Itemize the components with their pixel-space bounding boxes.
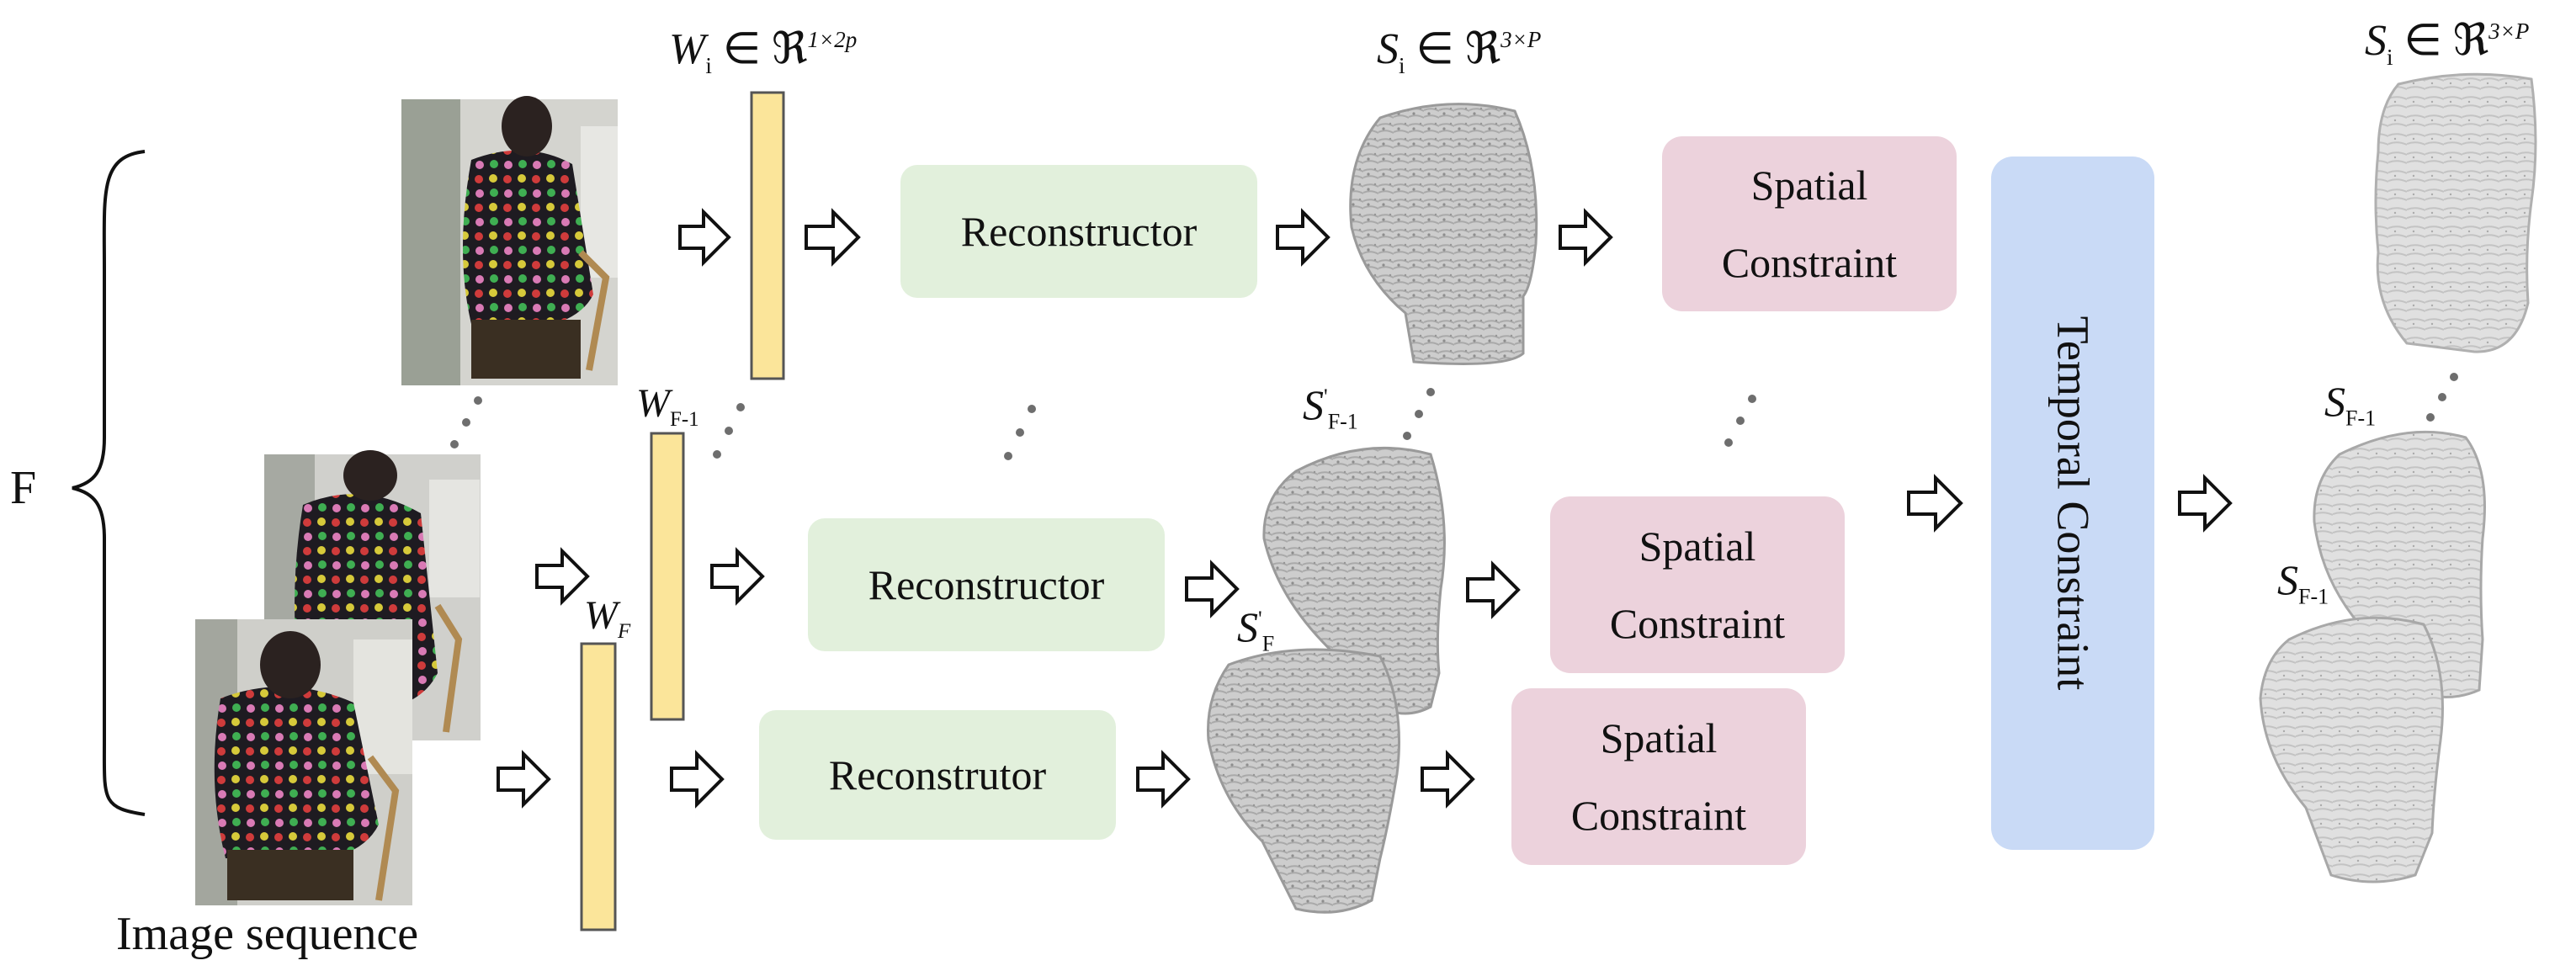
output-mesh-sf — [2259, 616, 2444, 883]
spatial-line2: Constraint — [1570, 792, 1747, 839]
weight-label-f-1: WF-1 — [636, 381, 699, 432]
arrow-to-temporal — [1907, 474, 1963, 533]
arrow-image-to-wi — [678, 208, 731, 267]
arrow-image-to-wf — [497, 750, 551, 809]
ellipsis-dots-outputs — [2426, 373, 2458, 422]
image-sequence-label: Image sequence — [116, 908, 419, 960]
weight-bar-f — [580, 642, 617, 931]
weight-label-f: WF — [584, 593, 631, 644]
ellipsis-dots-reconstructors — [1004, 405, 1036, 460]
ellipsis-dots-weights — [713, 403, 745, 459]
reconstructor-box-i: Reconstructor — [900, 165, 1257, 298]
mesh-s-prime-f — [1207, 648, 1400, 914]
spatial-constraint-box-i: Spatial Constraint — [1662, 136, 1957, 311]
spatial-constraint-box-f-1: Spatial Constraint — [1550, 496, 1845, 673]
temporal-constraint-label: Temporal Constraint — [2048, 316, 2099, 691]
shape-label-s-prime-f-1: S'F-1 — [1303, 381, 1358, 434]
spatial-line1: Spatial — [1639, 523, 1756, 570]
arrow-sf-to-spatial — [1421, 750, 1475, 809]
spatial-line1: Spatial — [1600, 714, 1718, 761]
reconstructor-box-f: Reconstrutor — [759, 710, 1116, 840]
arrow-si-to-spatial — [1559, 208, 1613, 267]
spatial-line2: Constraint — [1609, 600, 1786, 647]
spatial-line2: Constraint — [1721, 239, 1898, 286]
arrow-reconstructor-to-sf-1 — [1185, 560, 1240, 618]
output-label-sf: SF-1 — [2277, 556, 2329, 609]
ellipsis-dots-frames — [450, 396, 482, 448]
output-mesh-si — [2374, 72, 2537, 353]
image-frame-f — [195, 619, 412, 905]
output-mesh-sf-1 — [2313, 430, 2486, 699]
arrow-wi-to-reconstructor — [805, 208, 861, 267]
output-label-si: Si ∈ ℜ3×P — [2365, 17, 2530, 71]
reconstructor-label: Reconstrutor — [828, 751, 1047, 799]
reconstructor-label: Reconstructor — [960, 208, 1198, 255]
reconstructor-label: Reconstructor — [868, 561, 1105, 608]
weight-bar-f-1 — [650, 432, 685, 721]
arrow-reconstructor-to-sf — [1136, 750, 1191, 809]
mesh-si — [1349, 103, 1538, 365]
temporal-constraint-box: Temporal Constraint — [1991, 157, 2154, 850]
arrows — [497, 208, 2233, 809]
shape-label-s-prime-f: S'F — [1237, 603, 1275, 656]
weight-bar-i — [750, 91, 785, 380]
weight-label-i: Wi ∈ ℜ1×2p — [669, 25, 858, 79]
arrow-sf-1-to-spatial — [1466, 560, 1521, 619]
arrow-temporal-to-output — [2178, 474, 2233, 533]
image-frame-i — [401, 96, 618, 385]
ellipsis-dots-spatial — [1724, 395, 1756, 447]
arrow-wf-to-reconstructor — [670, 750, 725, 809]
arrow-wf-1-to-reconstructor — [710, 547, 765, 606]
output-label-sf-1: SF-1 — [2324, 378, 2377, 431]
mesh-s-prime-f-1 — [1262, 446, 1446, 715]
brace — [72, 150, 146, 816]
ellipsis-dots-shapes — [1403, 388, 1435, 440]
arrow-reconstructor-to-si — [1276, 208, 1330, 267]
reconstructor-box-f-1: Reconstructor — [808, 518, 1165, 651]
shape-label-si: Si ∈ ℜ3×P — [1377, 25, 1542, 79]
spatial-line1: Spatial — [1750, 162, 1868, 209]
brace-label: F — [10, 462, 37, 514]
arrow-image-to-wf-1 — [535, 547, 590, 606]
spatial-constraint-box-f: Spatial Constraint — [1511, 688, 1806, 865]
